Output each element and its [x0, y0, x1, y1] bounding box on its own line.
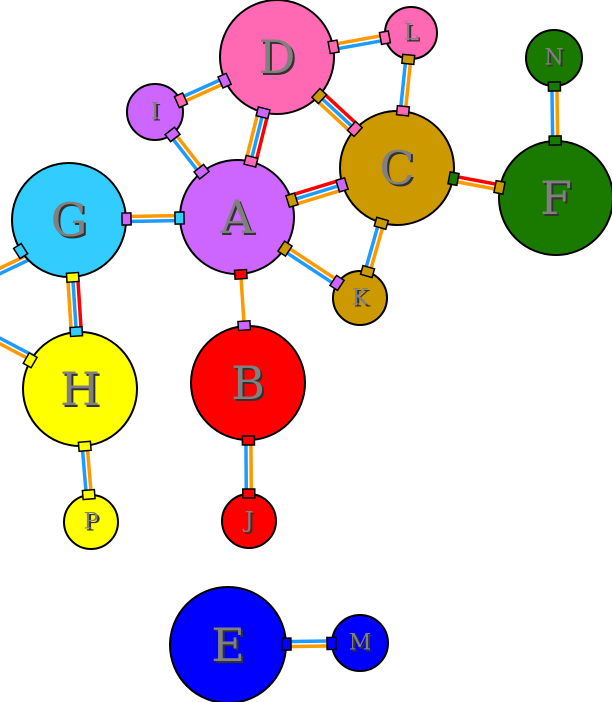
port-marker [163, 126, 182, 143]
port-marker [12, 242, 29, 260]
port-marker [327, 39, 340, 55]
port-marker [243, 154, 259, 168]
port-marker [69, 325, 84, 338]
port-marker [233, 268, 248, 281]
node-N[interactable]: N [525, 29, 583, 87]
node-label: D [259, 30, 296, 84]
ports [12, 30, 563, 651]
port-marker [242, 488, 256, 499]
node-D[interactable]: D [219, 0, 335, 115]
nodes: D L N I C F G A K H B P J E M [11, 0, 612, 702]
edge-line [0, 254, 27, 271]
node-G[interactable]: G [11, 162, 127, 278]
edge-line [0, 258, 29, 276]
node-label: L [404, 21, 419, 46]
port-marker [373, 216, 390, 231]
port-marker [81, 488, 96, 501]
node-label: F [540, 171, 572, 225]
port-marker [121, 212, 132, 226]
port-marker [548, 135, 563, 146]
node-L[interactable]: L [384, 6, 438, 60]
port-marker [326, 636, 337, 651]
port-marker [255, 106, 271, 120]
port-marker [395, 104, 411, 117]
node-label: M [349, 631, 372, 656]
node-label: B [231, 356, 265, 410]
node-label: A [219, 190, 254, 244]
node-label: E [211, 618, 245, 672]
port-marker [174, 211, 185, 225]
node-label: P [84, 510, 99, 535]
port-marker [335, 176, 350, 193]
node-E[interactable]: E [169, 586, 287, 702]
port-marker [493, 179, 506, 195]
node-circle [332, 270, 388, 326]
node-F[interactable]: F [498, 140, 612, 256]
port-marker [281, 637, 292, 651]
port-marker [22, 351, 39, 369]
port-marker [276, 240, 294, 258]
port-marker [237, 319, 252, 332]
port-marker [193, 163, 211, 180]
port-marker [241, 435, 256, 446]
node-label: I [151, 100, 160, 125]
edge-H-offscreen [0, 336, 42, 366]
port-marker [284, 192, 299, 209]
node-label: J [243, 509, 254, 534]
node-label: K [352, 286, 369, 311]
port-marker [401, 53, 416, 66]
edge-G-offscreen [0, 254, 29, 276]
port-marker [173, 91, 189, 109]
port-marker [447, 171, 460, 187]
node-label: H [60, 362, 100, 416]
port-marker [65, 271, 80, 284]
node-J[interactable]: J [221, 493, 277, 549]
port-marker [310, 87, 328, 105]
port-marker [346, 120, 364, 138]
port-marker [359, 264, 376, 279]
port-marker [328, 274, 346, 292]
port-marker [547, 81, 562, 92]
port-marker [378, 30, 392, 46]
node-circle [126, 83, 184, 141]
node-K[interactable]: K [332, 270, 388, 326]
node-label: C [379, 141, 414, 195]
node-B[interactable]: B [190, 325, 306, 441]
edge-line [0, 341, 40, 366]
edge-line [0, 336, 42, 362]
node-label: N [544, 46, 563, 71]
node-A[interactable]: A [179, 159, 295, 275]
port-marker [77, 440, 92, 453]
node-M[interactable]: M [331, 614, 389, 672]
node-I[interactable]: I [126, 83, 184, 141]
port-marker [217, 72, 233, 89]
node-label: G [51, 193, 88, 247]
node-H[interactable]: H [22, 331, 138, 447]
node-P[interactable]: P [63, 494, 119, 550]
node-circle [219, 0, 335, 115]
